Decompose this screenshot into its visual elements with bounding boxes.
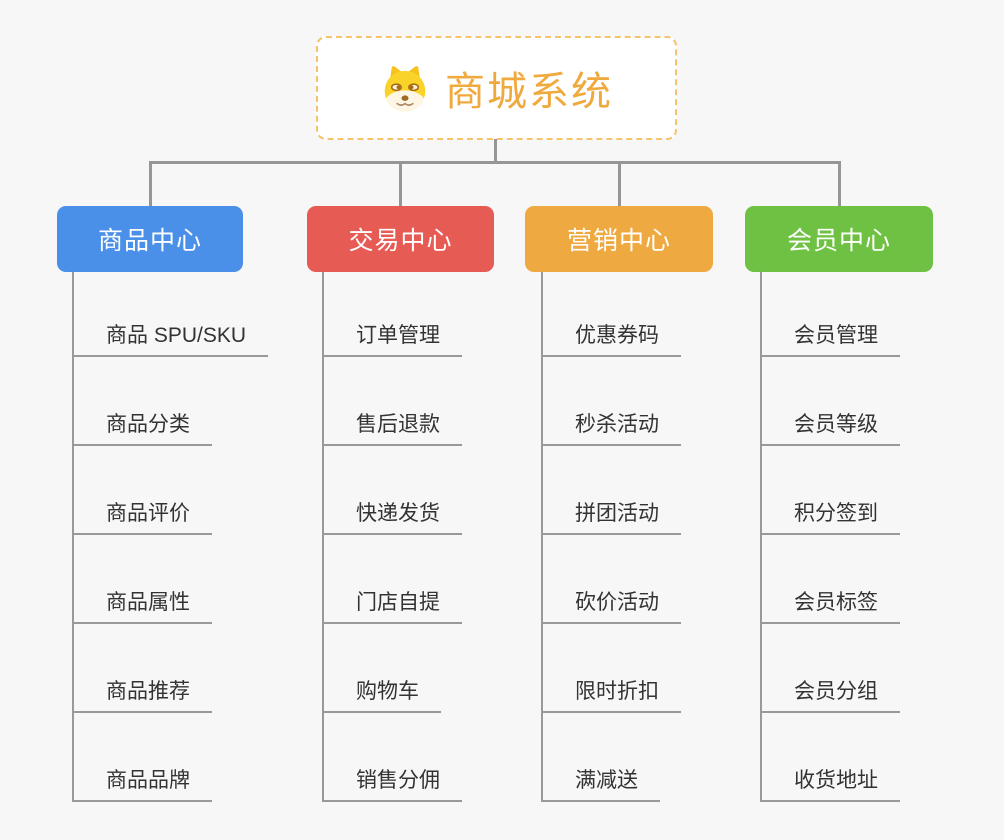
leaf-node[interactable]: 销售分佣 [322,755,462,802]
root-node-mall-system[interactable]: 商城系统 [316,36,677,140]
leaf-node[interactable]: 商品推荐 [72,666,212,713]
leaf-node[interactable]: 售后退款 [322,399,462,446]
branch-node-member-center[interactable]: 会员中心 [745,206,933,272]
leaf-node[interactable]: 拼团活动 [541,488,681,535]
leaf-node[interactable]: 订单管理 [322,310,462,357]
leaf-node[interactable]: 积分签到 [760,488,900,535]
branch-node-goods-center[interactable]: 商品中心 [57,206,243,272]
leaf-node[interactable]: 商品分类 [72,399,212,446]
leaf-node[interactable]: 限时折扣 [541,666,681,713]
leaf-node[interactable]: 满减送 [541,755,660,802]
connector-stub-trade [399,161,402,207]
leaf-node[interactable]: 砍价活动 [541,577,681,624]
branch-node-trade-center[interactable]: 交易中心 [307,206,494,272]
leaf-node[interactable]: 门店自提 [322,577,462,624]
connector-stub-marketing [618,161,621,207]
leaf-node[interactable]: 收货地址 [760,755,900,802]
leaf-node[interactable]: 商品 SPU/SKU [72,310,269,357]
connector-stub-goods [149,161,152,207]
connector-root-stub [494,139,497,163]
leaf-node[interactable]: 会员分组 [760,666,900,713]
doge-icon [384,66,426,112]
branch-node-marketing-center[interactable]: 营销中心 [525,206,713,272]
leaf-node[interactable]: 会员管理 [760,310,900,357]
leaf-node[interactable]: 会员等级 [760,399,900,446]
leaf-node[interactable]: 商品评价 [72,488,212,535]
connector-stub-member [838,161,841,207]
leaf-node[interactable]: 秒杀活动 [541,399,681,446]
leaf-node[interactable]: 会员标签 [760,577,900,624]
trunk-line-goods [72,272,74,801]
trunk-line-member [760,272,762,801]
connector-horizontal [149,161,840,164]
trunk-line-marketing [541,272,543,801]
root-title: 商城系统 [445,70,613,114]
trunk-line-trade [322,272,324,801]
leaf-node[interactable]: 优惠券码 [541,310,681,357]
leaf-node[interactable]: 商品属性 [72,577,212,624]
leaf-node[interactable]: 快递发货 [322,488,462,535]
leaf-node[interactable]: 商品品牌 [72,755,212,802]
leaf-node[interactable]: 购物车 [322,666,441,713]
